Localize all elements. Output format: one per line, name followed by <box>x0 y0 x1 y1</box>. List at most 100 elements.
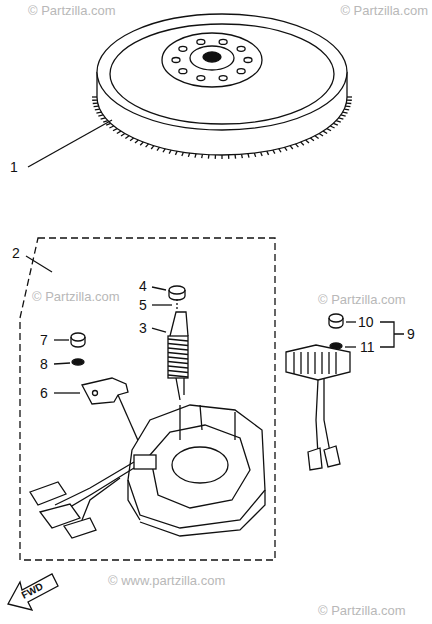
stroke <box>347 99 352 101</box>
hole <box>197 39 205 44</box>
hole <box>179 69 187 74</box>
stroke <box>267 151 269 155</box>
stroke <box>347 96 352 97</box>
washer <box>72 359 84 365</box>
stroke <box>300 352 301 374</box>
stroke <box>188 153 189 157</box>
stroke <box>346 102 351 104</box>
forward-arrow <box>8 574 58 610</box>
stroke <box>273 150 275 154</box>
stroke <box>234 155 236 159</box>
stroke <box>345 105 350 107</box>
stroke <box>92 99 97 101</box>
stroke <box>321 352 322 374</box>
stroke <box>92 96 97 97</box>
callout-number: 10 <box>358 315 374 329</box>
stroke <box>168 344 188 346</box>
hole <box>237 69 245 74</box>
stroke <box>195 154 196 158</box>
leader-line <box>54 363 70 364</box>
stroke <box>228 155 230 159</box>
callout-number: 5 <box>139 298 147 312</box>
callout-number: 11 <box>360 340 375 354</box>
hole <box>219 39 227 44</box>
hole <box>197 76 205 81</box>
stroke <box>241 154 243 158</box>
stroke <box>113 129 117 131</box>
stroke <box>125 136 129 139</box>
stroke <box>310 138 314 141</box>
stroke <box>103 121 108 123</box>
stroke <box>168 357 188 359</box>
stroke <box>168 348 188 350</box>
leader-line <box>54 392 80 393</box>
stroke <box>254 153 255 157</box>
leader-line <box>26 256 52 272</box>
screw <box>71 333 85 347</box>
stator-base <box>128 405 265 536</box>
leader-line <box>346 321 356 322</box>
bolt <box>329 314 343 328</box>
stroke <box>109 126 113 128</box>
leader-line <box>345 346 356 347</box>
stroke <box>168 375 188 377</box>
stroke <box>343 112 348 113</box>
assembly-outline <box>20 238 275 560</box>
stroke <box>336 121 341 123</box>
leader-line <box>28 120 112 167</box>
bracket <box>380 322 404 347</box>
callout-number: 3 <box>139 321 147 335</box>
charge-coil <box>168 312 188 400</box>
stroke <box>169 150 171 154</box>
leader-line <box>54 339 69 340</box>
stroke <box>151 146 154 149</box>
stroke <box>94 105 99 107</box>
stroke <box>101 118 106 119</box>
stroke <box>215 155 217 159</box>
callout-number: 8 <box>40 357 48 371</box>
stroke <box>182 152 184 156</box>
callout-number: 7 <box>40 333 48 347</box>
stroke <box>157 147 160 150</box>
stroke <box>279 149 281 153</box>
stroke <box>146 144 149 147</box>
wire-harness <box>30 462 134 538</box>
callout-number: 2 <box>12 246 20 260</box>
watermark: © Partzilla.com <box>318 293 406 306</box>
watermark: © Partzilla.com <box>318 604 406 617</box>
stroke <box>261 152 263 156</box>
hole <box>244 58 252 63</box>
stroke <box>314 352 315 374</box>
stroke <box>333 123 337 125</box>
stroke <box>335 352 336 374</box>
watermark: © www.partzilla.com <box>108 574 225 587</box>
stroke <box>117 131 121 133</box>
stroke <box>323 131 327 133</box>
stroke <box>295 144 298 147</box>
plate <box>82 378 140 445</box>
callout-number: 6 <box>40 386 48 400</box>
callout-number: 9 <box>407 327 415 341</box>
stroke <box>168 339 188 341</box>
stroke <box>121 134 125 137</box>
stroke <box>96 112 101 113</box>
hole <box>219 76 227 81</box>
stroke <box>221 155 222 159</box>
callout-number: 4 <box>139 279 147 293</box>
stroke <box>330 126 334 128</box>
stroke <box>168 371 188 373</box>
hole <box>179 46 187 51</box>
stroke <box>306 140 309 143</box>
stroke <box>285 147 288 150</box>
bolt <box>169 286 185 310</box>
leader-line <box>152 304 172 305</box>
stroke <box>315 136 319 139</box>
stroke <box>290 146 293 149</box>
stroke <box>98 115 103 116</box>
pulser-coil <box>286 345 350 470</box>
stroke <box>135 140 138 143</box>
stroke <box>201 154 203 158</box>
callout-number: 1 <box>10 160 18 174</box>
stroke <box>327 129 331 131</box>
